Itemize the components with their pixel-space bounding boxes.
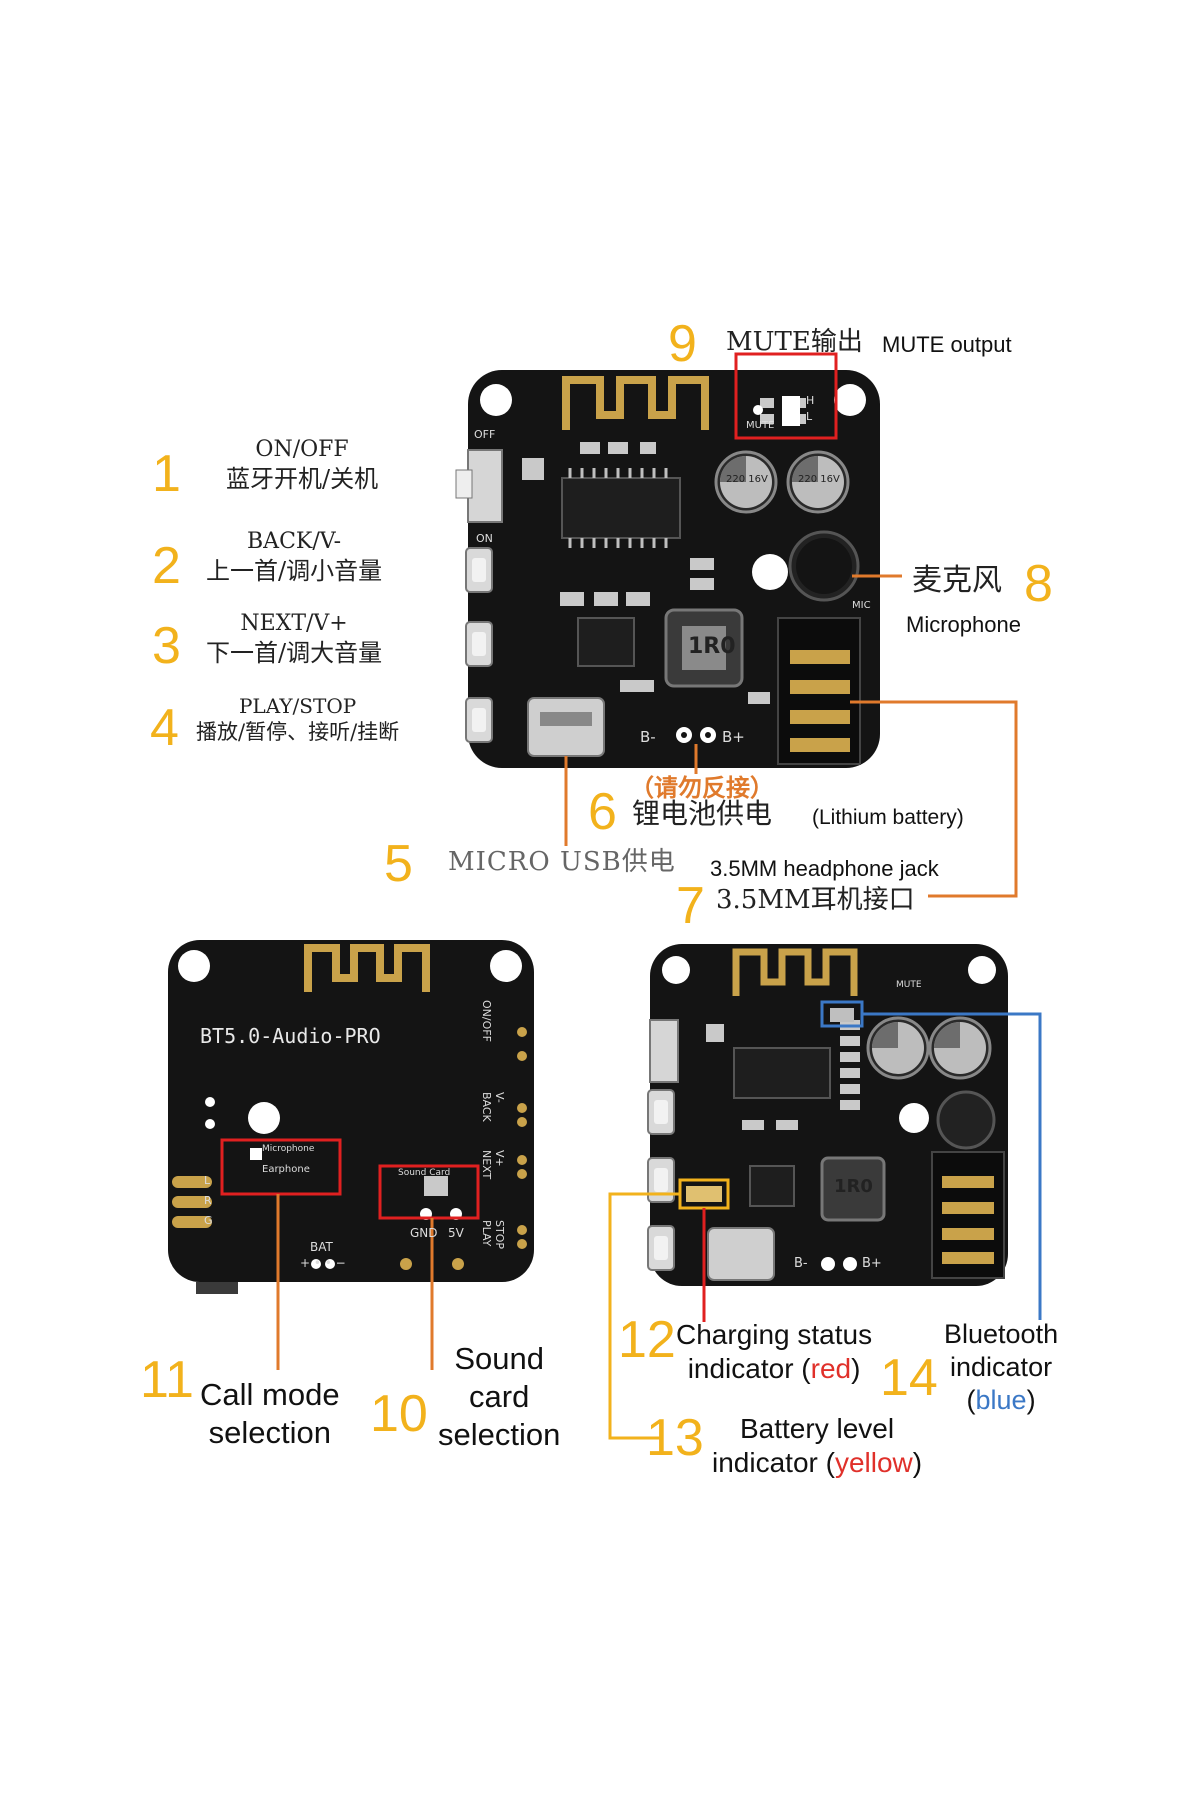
small-silk-b-plus: B+ [862, 1256, 882, 1271]
callout-7-cn: 3.5MM耳机接口 [716, 885, 915, 915]
callout-2-cn: 上一首/调小音量 [206, 556, 383, 585]
small-silk-mute: MUTE [896, 980, 922, 990]
callout-13-color: yellow [834, 1447, 913, 1479]
callout-4-cn: 播放/暂停、接听/挂断 [196, 720, 400, 744]
back-board [168, 940, 534, 1294]
front-board-small [647, 944, 1008, 1286]
callout-5-number: 5 [384, 835, 413, 893]
back-silk-soundcard: Sound Card [398, 1168, 451, 1178]
callout-6-cn: 锂电池供电 [632, 797, 773, 830]
board-silk-b-plus: B+ [722, 728, 745, 746]
callout-1-cn: 蓝牙开机/关机 [226, 464, 379, 493]
back-silk-next: V+ NEXT [480, 1150, 506, 1180]
callout-9-number: 9 [668, 315, 697, 373]
callout-1-label: ON/OFF 蓝牙开机/关机 [226, 436, 378, 494]
callout-1-number: 1 [152, 445, 181, 503]
board-silk-on: ON [476, 532, 493, 545]
callout-14-line1: Bluetooth [944, 1319, 1059, 1349]
callout-13-number: 13 [646, 1409, 704, 1467]
board-silk-h: H [806, 394, 815, 407]
callout-9-cn: MUTE输出 [726, 327, 863, 357]
back-silk-g: G [204, 1214, 213, 1227]
small-silk-b-minus: B- [794, 1256, 808, 1271]
callout-5-text: MICRO USB供电 [448, 847, 676, 877]
callout-12-line1: Charging status [676, 1319, 873, 1350]
callout-2-number: 2 [152, 537, 181, 595]
callout-7-en: 3.5MM headphone jack [710, 856, 939, 881]
back-silk-5v: 5V [448, 1226, 464, 1240]
callout-13-line2a: indicator ( [712, 1447, 835, 1479]
callout-10-label: Sound card selection [438, 1340, 560, 1453]
back-silk-bat: BAT [310, 1240, 333, 1254]
callout-4-label: PLAY/STOP 播放/暂停、接听/挂断 [196, 694, 399, 745]
callout-13-line2c: ) [912, 1447, 923, 1479]
board-silk-cap1: 220 16V [726, 474, 768, 485]
back-silk-earphone: Earphone [262, 1164, 310, 1175]
callout-10-line2: card [469, 1378, 530, 1414]
callout-3-number: 3 [152, 617, 181, 675]
callout-6-en: (Lithium battery) [812, 806, 964, 829]
board-silk-cap2: 220 16V [798, 474, 840, 485]
callout-13-line1: Battery level [740, 1413, 895, 1444]
callout-6-number: 6 [588, 783, 617, 841]
back-board-title: BT5.0-Audio-PRO [200, 1024, 381, 1048]
callout-8-cn: 麦克风 [912, 563, 1002, 598]
callout-11-label: Call mode selection [200, 1376, 340, 1452]
callout-2-label: BACK/V- 上一首/调小音量 [206, 528, 382, 586]
back-silk-pm: + • • − [300, 1256, 346, 1270]
callout-1-en: ON/OFF [255, 437, 349, 462]
back-silk-l: L [204, 1174, 211, 1187]
callout-12-line2c: ) [851, 1353, 861, 1385]
callout-14-line3c: ) [1026, 1384, 1036, 1415]
callout-4-number: 4 [150, 699, 179, 757]
board-silk-mic: MIC [852, 600, 871, 611]
callout-9-en: MUTE output [882, 332, 1012, 357]
callout-6-warning: （请勿反接） [630, 774, 774, 802]
back-silk-onoff: ON/OFF [480, 1000, 493, 1042]
board-silk-l: L [806, 410, 813, 423]
callout-3-label: NEXT/V+ 下一首/调大音量 [206, 610, 382, 668]
back-silk-r: R [204, 1194, 212, 1207]
callout-14-line2: indicator [950, 1351, 1053, 1382]
top-board [455, 370, 880, 768]
callout-12-line2: indicator (red) [676, 1352, 872, 1386]
callout-14-line3a: ( [966, 1384, 976, 1415]
board-silk-inductor: 1R0 [688, 634, 736, 659]
callout-8-number: 8 [1024, 555, 1053, 613]
callout-4-en: PLAY/STOP [238, 694, 357, 718]
callout-3-en: NEXT/V+ [240, 611, 348, 636]
callout-8-en: Microphone [906, 612, 1021, 637]
callout-3-cn: 下一首/调大音量 [206, 638, 383, 667]
callout-12-color: red [810, 1353, 852, 1385]
back-silk-play: STOP PLAY [480, 1220, 506, 1249]
callout-14-line3: (blue) [944, 1384, 1058, 1417]
back-silk-microphone: Microphone [262, 1144, 315, 1154]
callout-10-line1: Sound [454, 1341, 544, 1376]
callout-14-color: blue [975, 1384, 1027, 1415]
leader-lines [276, 352, 1042, 1440]
callout-11-line1: Call mode [200, 1377, 340, 1412]
callout-12-line2a: indicator ( [687, 1353, 811, 1385]
small-silk-inductor: 1R0 [834, 1176, 873, 1197]
board-silk-b-minus: B- [640, 728, 656, 746]
back-silk-back: V- BACK [480, 1092, 506, 1122]
callout-14-label: Bluetooth indicator (blue) [944, 1318, 1058, 1417]
callout-10-number: 10 [370, 1385, 428, 1443]
callout-11-line2: selection [208, 1414, 331, 1450]
callout-11-number: 11 [140, 1351, 194, 1409]
back-silk-gnd: GND [410, 1226, 438, 1240]
callout-13-label: Battery level indicator (yellow) [712, 1412, 922, 1480]
callout-13-line2: indicator (yellow) [712, 1446, 922, 1480]
callout-14-number: 14 [880, 1349, 938, 1407]
callout-12-number: 12 [618, 1311, 676, 1369]
callout-2-en: BACK/V- [247, 529, 342, 554]
board-silk-mute: MUTE [746, 420, 775, 431]
callout-12-label: Charging status indicator (red) [676, 1318, 872, 1386]
callout-10-line3: selection [438, 1416, 561, 1452]
callout-7-number: 7 [676, 877, 705, 935]
board-silk-off: OFF [474, 428, 496, 441]
